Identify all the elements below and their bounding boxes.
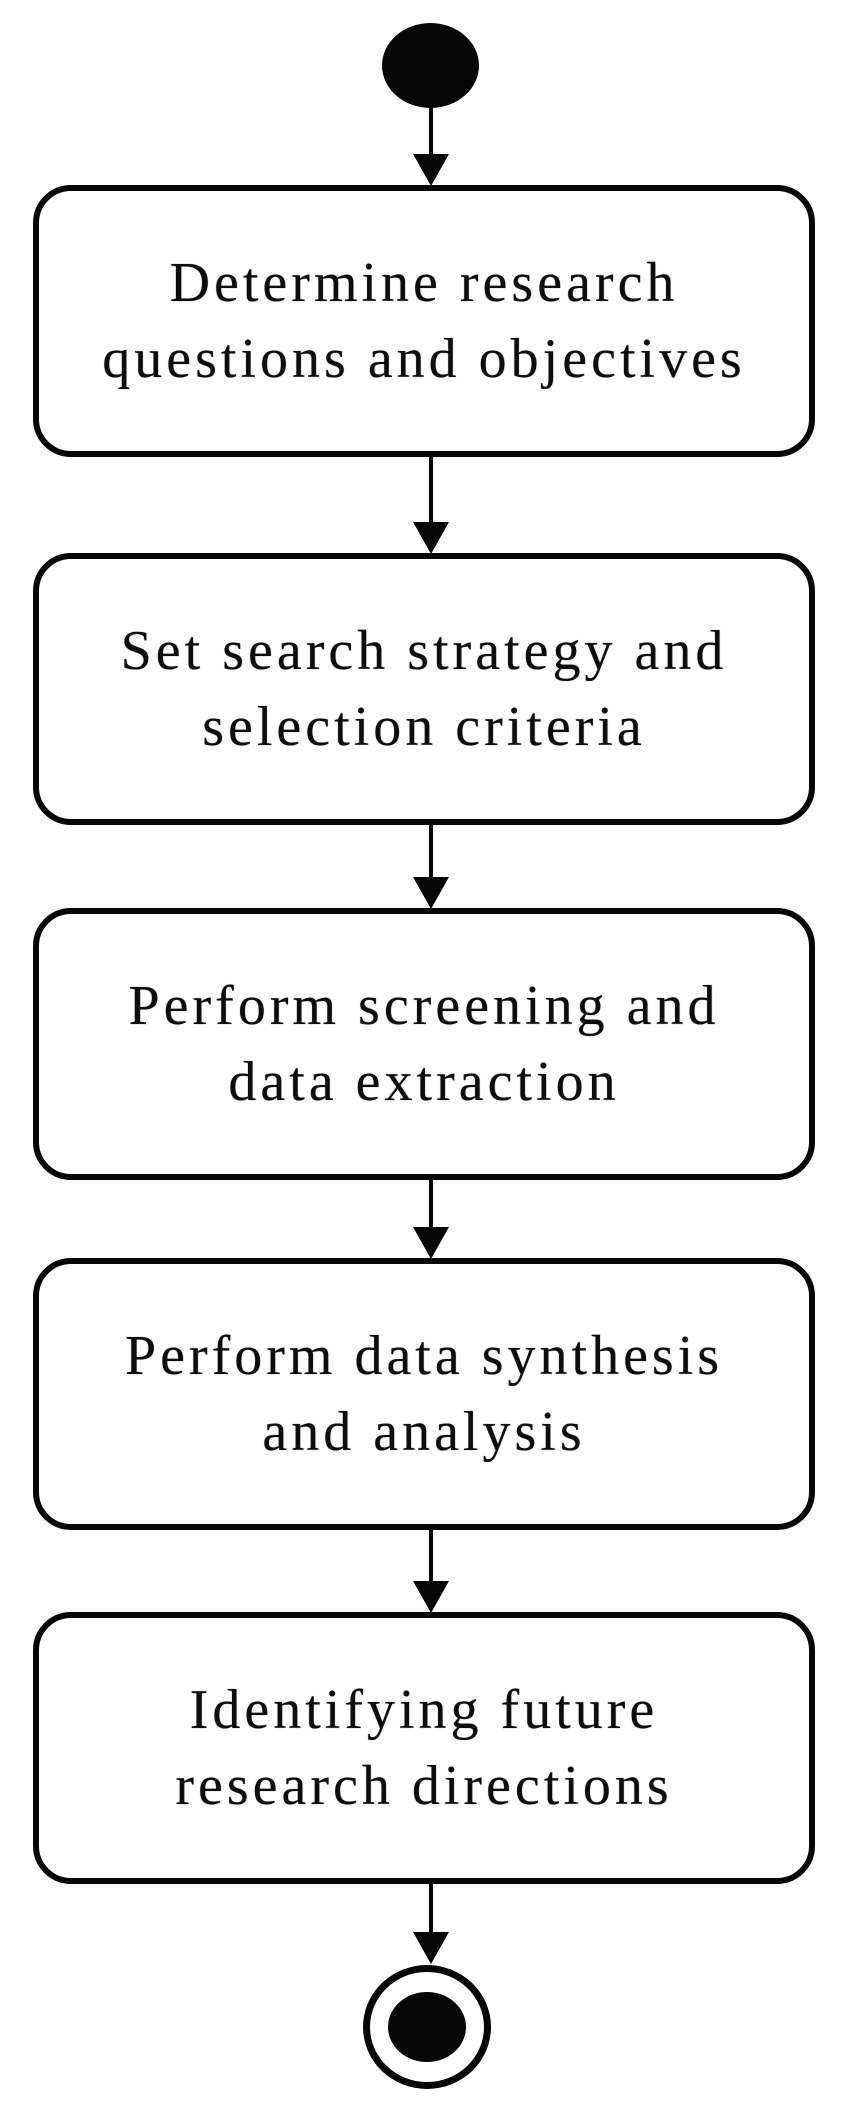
- flow-arrow-5: [412, 1530, 449, 1613]
- flow-arrow-3: [412, 825, 449, 909]
- step-label-line: selection criteria: [202, 696, 646, 758]
- step-label-line: Perform screening and: [128, 975, 720, 1037]
- activity-step-set-search-strategy: Set search strategy and selection criter…: [33, 553, 815, 825]
- step-label-line: Determine research: [169, 252, 679, 314]
- final-node-icon: [363, 1965, 491, 2089]
- flow-arrow-6: [412, 1884, 449, 1964]
- flow-arrow-2: [412, 457, 449, 554]
- step-label-line: research directions: [175, 1755, 673, 1817]
- flow-arrow-1: [412, 107, 449, 186]
- step-label-line: Set search strategy and: [120, 620, 728, 682]
- step-label-line: Perform data synthesis: [124, 1325, 724, 1387]
- initial-node-icon: [382, 23, 479, 108]
- step-label-line: questions and objectives: [102, 328, 746, 390]
- step-label-line: and analysis: [262, 1401, 586, 1463]
- final-node-dot: [388, 1992, 466, 2062]
- activity-step-perform-screening: Perform screening and data extraction: [33, 908, 815, 1180]
- step-label-line: data extraction: [228, 1051, 620, 1113]
- activity-step-determine-research-questions: Determine research questions and objecti…: [33, 185, 815, 457]
- step-label-line: Identifying future: [189, 1679, 659, 1741]
- activity-step-identifying-future-directions: Identifying future research directions: [33, 1612, 815, 1884]
- activity-step-perform-data-synthesis: Perform data synthesis and analysis: [33, 1258, 815, 1530]
- flow-arrow-4: [412, 1180, 449, 1259]
